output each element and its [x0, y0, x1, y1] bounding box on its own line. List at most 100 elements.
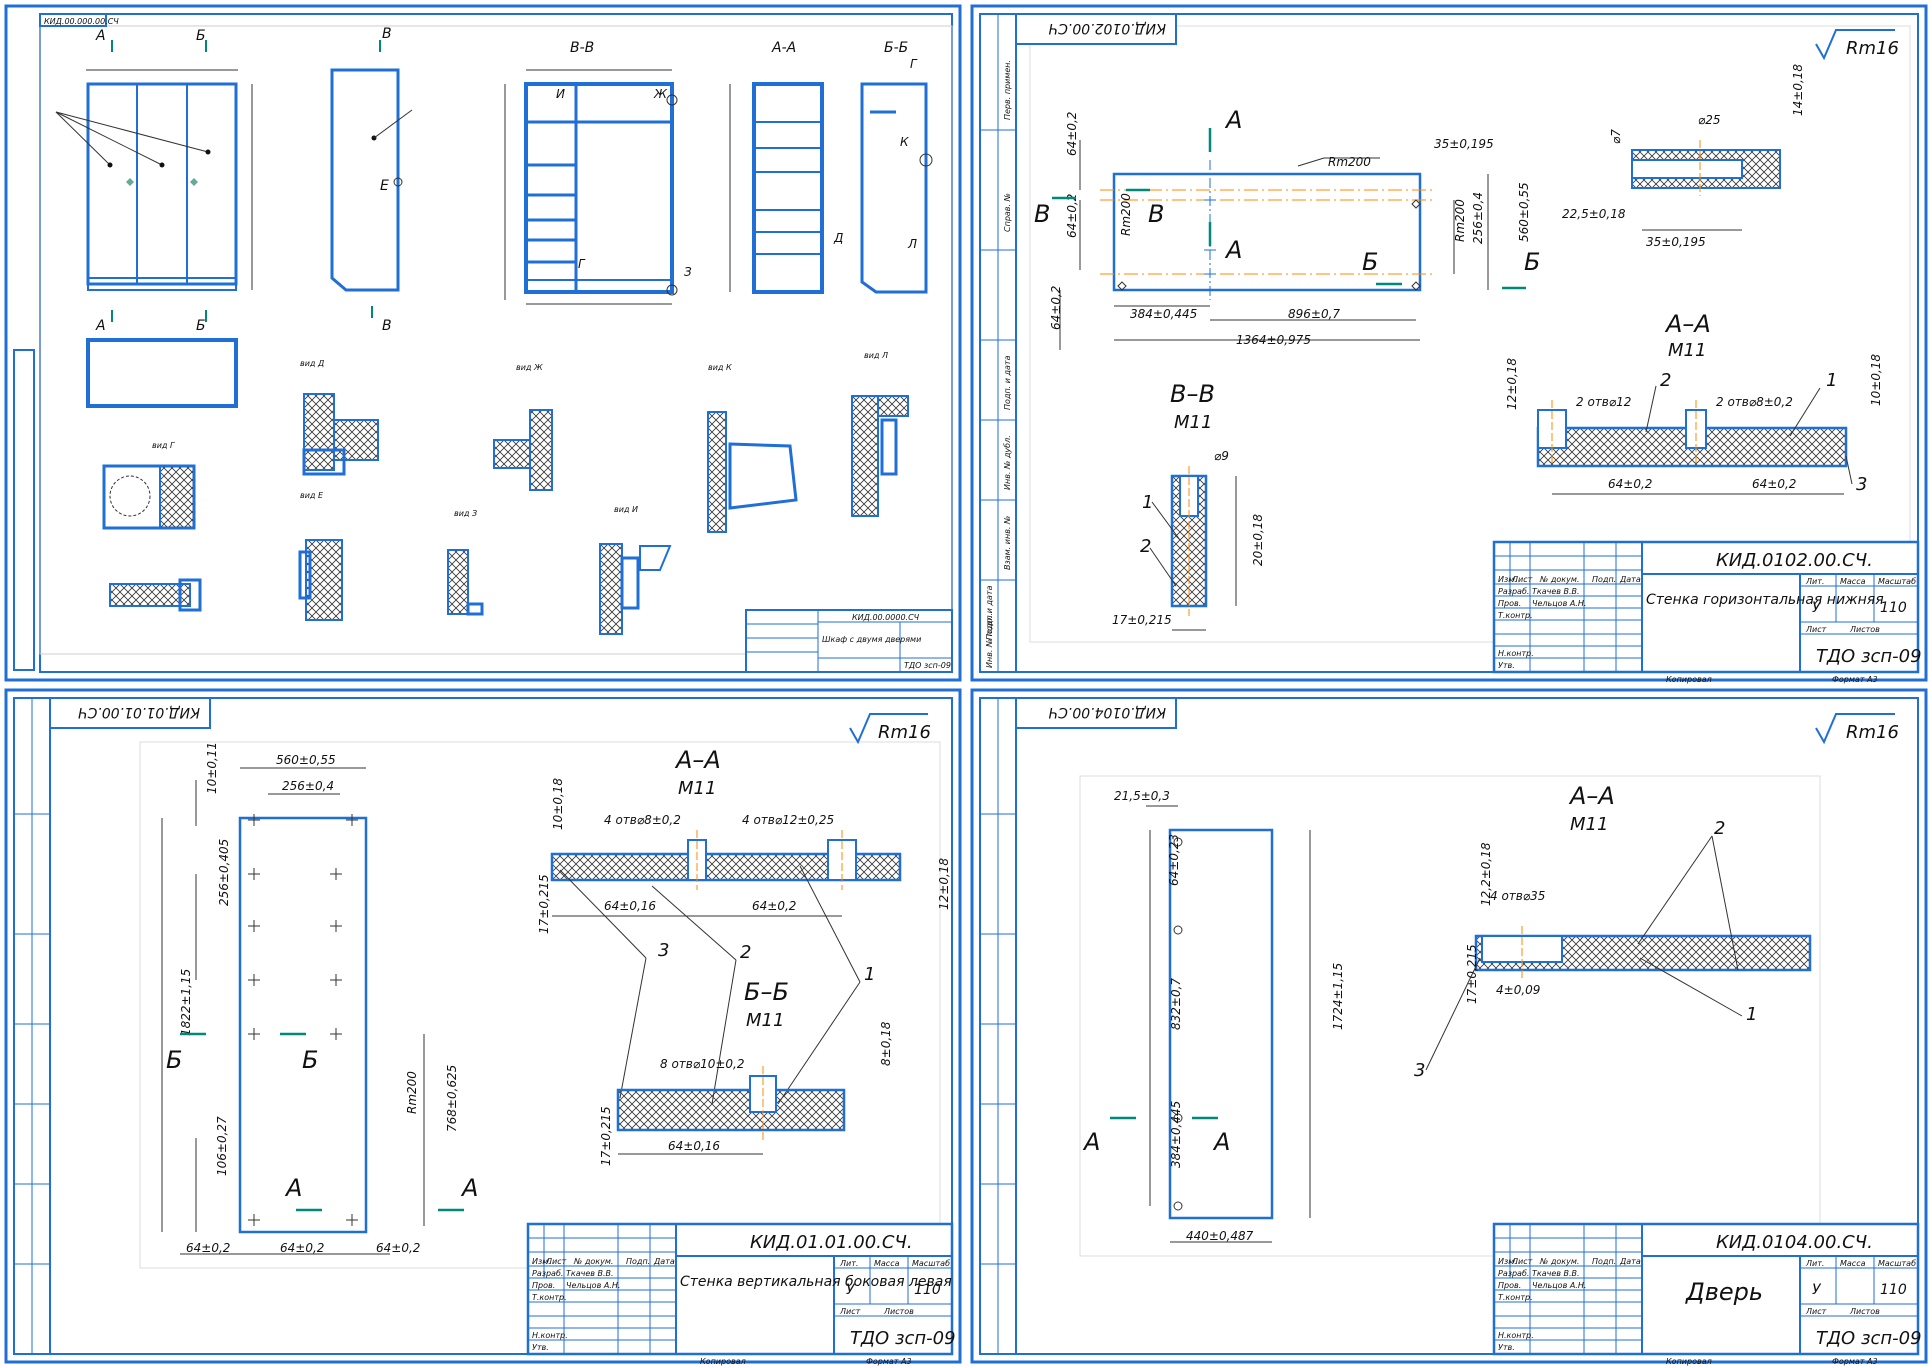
label-zh: Ж [653, 87, 668, 101]
s3-dim-64b: 64±0,2 [280, 1241, 324, 1255]
s2-aa-note-1: 2 отв⌀12 [1576, 395, 1631, 409]
tb2-h8: Лист [1805, 625, 1827, 634]
tb2-sheet: ТДО зсп-09 [1816, 646, 1922, 667]
view-aa-title: А-А [771, 40, 796, 56]
s3-aa-dim-12: 12±0,18 [937, 858, 951, 910]
s2-cut-b-right: Б [1524, 248, 1540, 276]
tb1-sheet: ТДО зсп-09 [904, 661, 951, 670]
s2-plan-view: 64±0,2 64±0,2 64±0,2 35±0,195 384±0,445 … [1034, 106, 1540, 350]
s3-cut-b-left: Б [166, 1046, 182, 1074]
s2-dim-14: 14±0,18 [1791, 64, 1805, 116]
tb4-h3: Подп. [1592, 1257, 1616, 1266]
s2-dim-64-bottom: 64±0,2 [1049, 286, 1063, 330]
s2-dim-64-mid: 64±0,2 [1065, 194, 1079, 238]
label-e: Е [380, 178, 389, 194]
s2-aa-dim-12: 12±0,18 [1505, 358, 1519, 410]
tb4-p5: Н.контр. [1498, 1331, 1534, 1340]
s2-d25: ⌀25 [1698, 113, 1721, 127]
side-strip-labels: Перв. примен. Справ. № Подп. и дата Инв.… [985, 60, 1012, 668]
s4-door-plan: 21,5±0,3 64±0,23 832±0,7 384±0,445 1724±… [1082, 789, 1345, 1243]
s3-aa-dim-10: 10±0,18 [551, 778, 565, 830]
s2-dim-896: 896±0,7 [1288, 307, 1340, 321]
tb3-h7: Масштаб [912, 1259, 950, 1268]
view-vv-title: В-В [570, 40, 594, 56]
s2-aa-dim-64a: 64±0,2 [1608, 477, 1652, 491]
tb3-p0: Разраб. [532, 1269, 563, 1278]
s2-rm200-top: Rm200 [1328, 155, 1371, 169]
tb3-p3: Чельцов А.Н. [566, 1281, 620, 1290]
s2-cut-b-left: Б [1362, 248, 1378, 276]
title-block-sheet2: КИД.0102.00.СЧ. Стенка горизонтальная ни… [1492, 540, 1922, 684]
tb1-name: Шкаф с двумя дверями [822, 635, 921, 644]
tb3-h6: Масса [874, 1259, 900, 1268]
s4-dim-832: 832±0,7 [1169, 978, 1183, 1030]
s4-aa-note: 4 отв⌀35 [1490, 889, 1545, 903]
s3-section-bb: Б–Б М11 8 отв⌀10±0,2 8±0,18 64±0,16 17±0… [599, 978, 893, 1166]
s3-dim-256b: 256±0,405 [217, 839, 231, 906]
s2-vv-dim-20: 20±0,18 [1251, 514, 1265, 566]
detail-d-title: вид Д [300, 359, 324, 368]
s2-vv-dim-17: 17±0,215 [1112, 613, 1172, 627]
tb2-h5: Лит. [1805, 577, 1824, 586]
s3-dim-106: 106±0,27 [215, 1116, 229, 1176]
s2-vv-title: В–В [1170, 380, 1215, 408]
strip-1: Справ. № [1003, 193, 1012, 232]
tb3-h9: Листов [883, 1307, 914, 1316]
s2-d7: ⌀7 [1609, 129, 1623, 144]
strip-5: Подп. и дата [985, 585, 994, 640]
s3-dim-64c: 64±0,2 [376, 1241, 420, 1255]
s3-aa-title: А–А [674, 746, 721, 774]
label-z: З [684, 265, 692, 279]
s2-aa-dim-10: 10±0,18 [1869, 354, 1883, 406]
tb2-p2: Пров. [1498, 599, 1521, 608]
section-vv: В-В И Ж Г З [504, 40, 692, 305]
s3-aa-dim-17: 17±0,215 [537, 874, 551, 934]
tb4-lit: У [1812, 1282, 1822, 1298]
s2-aa-title: А–А [1664, 310, 1711, 338]
s2-cut-v-left: В [1034, 200, 1050, 228]
s2-vv-scale: М11 [1174, 412, 1212, 433]
s3-bb-dim-17: 17±0,215 [599, 1106, 613, 1166]
strip-0: Перв. примен. [1003, 60, 1012, 120]
sheet4-roughness: Rm16 [1846, 722, 1899, 743]
sheet2-roughness: Rm16 [1846, 38, 1899, 59]
tb3-h0: Изм. [532, 1257, 551, 1266]
s2-aa-dim-64b: 64±0,2 [1752, 477, 1796, 491]
tb2-p5: Н.контр. [1498, 649, 1534, 658]
tb4-h9: Листов [1849, 1307, 1880, 1316]
tb3-copy: Копировал [700, 1357, 746, 1366]
s4-dim-384: 384±0,445 [1169, 1101, 1183, 1168]
detail-g-title: вид Г [152, 441, 175, 450]
s4-cut-a-right: А [1212, 1128, 1230, 1156]
tb3-p1: Ткачев В.В. [566, 1269, 614, 1278]
s2-aa-callout-2: 2 [1660, 370, 1671, 391]
front-view: А Б А Б [55, 28, 253, 334]
s3-rm200: Rm200 [405, 1071, 419, 1114]
strip-3: Инв. № дубл. [1003, 435, 1012, 490]
s3-aa-dim-64a: 64±0,16 [604, 899, 656, 913]
side-view: В В Е [330, 26, 413, 334]
tb2-h7: Масштаб [1878, 577, 1916, 586]
tb3-p2: Пров. [532, 1281, 555, 1290]
label-b-bottom: Б [196, 318, 206, 334]
s2-rm200-left: Rm200 [1119, 193, 1133, 236]
s4-dim-1724: 1724±1,15 [1331, 963, 1345, 1030]
s3-section-aa: А–А М11 4 отв⌀8±0,2 4 отв⌀12±0,25 10±0,1… [537, 746, 951, 1105]
tb4-h8: Лист [1805, 1307, 1827, 1316]
s3-aa-note-2: 4 отв⌀12±0,25 [742, 813, 834, 827]
tb2-p1: Ткачев В.В. [1532, 587, 1580, 596]
s3-dim-560: 560±0,55 [276, 753, 336, 767]
tb4-sheet: ТДО зсп-09 [1816, 1328, 1922, 1349]
tb2-lit: У [1812, 600, 1822, 616]
tb4-h4: Дата [1619, 1257, 1641, 1266]
title-block-sheet3: КИД.01.01.00.СЧ. Стенка вертикальная бок… [526, 1222, 956, 1366]
tb3-mass: 110 [914, 1282, 941, 1298]
detail-i-title: вид И [614, 505, 638, 514]
tb2-mass: 110 [1880, 600, 1907, 616]
tb3-name: Стенка вертикальная боковая левая [680, 1274, 952, 1290]
s3-callout-1: 1 [864, 964, 875, 985]
tb3-h5: Лит. [839, 1259, 858, 1268]
s4-dim-440: 440±0,487 [1186, 1229, 1254, 1243]
label-b-top: Б [196, 28, 206, 44]
tb4-p3: Чельцов А.Н. [1532, 1281, 1586, 1290]
